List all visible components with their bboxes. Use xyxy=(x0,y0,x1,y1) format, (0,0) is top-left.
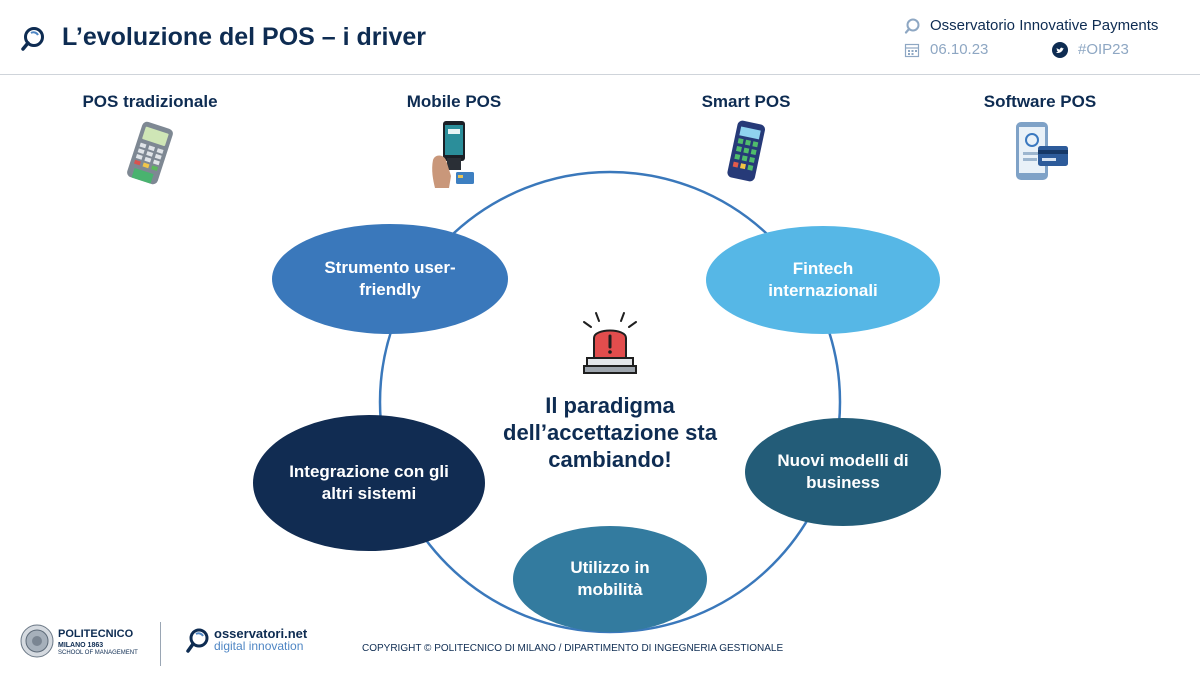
pos-type-mobile: Mobile POS xyxy=(354,92,554,188)
driver-label: Nuovi modelli di business xyxy=(777,451,909,492)
page-title: L’evoluzione del POS – i driver xyxy=(62,23,427,51)
alarm-siren-icon xyxy=(583,312,637,374)
politecnico-logo-text: POLITECNICO MILANO 1863 SCHOOL OF MANAGE… xyxy=(58,628,138,656)
pos-type-smart: Smart POS xyxy=(646,92,846,184)
event-date: 06.10.23 xyxy=(930,41,989,58)
header-meta: Osservatorio Innovative Payments 06.10.2… xyxy=(900,14,1190,70)
organization-name: Osservatorio Innovative Payments xyxy=(930,17,1159,34)
driver-integration: Integrazione con gli altri sistemi xyxy=(253,415,485,551)
driver-business-models: Nuovi modelli di business xyxy=(745,418,941,526)
pos-type-label: Mobile POS xyxy=(406,92,502,111)
hashtag-row: #OIP23 xyxy=(1052,41,1129,58)
date-row: 06.10.23 xyxy=(904,41,988,58)
osservatori-logo-text: osservatori.net digital innovation xyxy=(214,626,308,653)
driver-mobility: Utilizzo in mobilità xyxy=(513,526,707,632)
center-line-1: Il paradigma xyxy=(545,393,675,418)
pos-type-label: POS tradizionale xyxy=(82,92,218,111)
university-city: MILANO 1863 xyxy=(58,642,104,649)
driver-label: Utilizzo in mobilità xyxy=(570,558,650,599)
footer-divider xyxy=(160,622,161,666)
center-line-2: dell’accettazione sta xyxy=(503,420,717,445)
calendar-icon xyxy=(904,43,920,57)
magnifier-small-icon xyxy=(904,18,920,34)
card-terminal-icon xyxy=(127,121,173,185)
driver-fintech: Fintech internazionali xyxy=(706,226,940,334)
driver-label: Integrazione con gli altri sistemi xyxy=(289,462,449,503)
driver-user-friendly: Strumento user-friendly xyxy=(272,224,508,334)
center-line-3: cambiando! xyxy=(548,447,672,472)
pos-type-label: Smart POS xyxy=(701,92,791,111)
politecnico-seal-icon xyxy=(20,624,54,658)
pos-type-software: Software POS xyxy=(940,92,1140,182)
osservatori-magnifier-icon xyxy=(186,628,209,653)
phone-card-icon xyxy=(1016,122,1068,180)
copyright-notice: COPYRIGHT © POLITECNICO DI MILANO / DIPA… xyxy=(362,643,784,654)
organization-row: Osservatorio Innovative Payments xyxy=(904,17,1158,34)
center-message: Il paradigma dell’accettazione sta cambi… xyxy=(470,392,750,473)
driver-label: Strumento user-friendly xyxy=(324,258,456,299)
smartphone-reader-icon xyxy=(432,121,474,188)
twitter-icon xyxy=(1052,41,1068,58)
magnifier-logo-icon xyxy=(21,27,44,51)
header: L’evoluzione del POS – i driver Osservat… xyxy=(0,0,1200,75)
smart-terminal-icon xyxy=(727,120,766,182)
pos-type-traditional: POS tradizionale xyxy=(50,92,250,186)
pos-type-label: Software POS xyxy=(983,92,1097,111)
event-hashtag: #OIP23 xyxy=(1078,41,1129,58)
brand-primary: osservatori.net xyxy=(214,626,308,641)
driver-label: Fintech internazionali xyxy=(768,259,878,300)
university-name: POLITECNICO xyxy=(58,628,134,640)
brand-secondary: digital innovation xyxy=(214,639,304,653)
school-name: SCHOOL OF MANAGEMENT xyxy=(58,650,138,656)
